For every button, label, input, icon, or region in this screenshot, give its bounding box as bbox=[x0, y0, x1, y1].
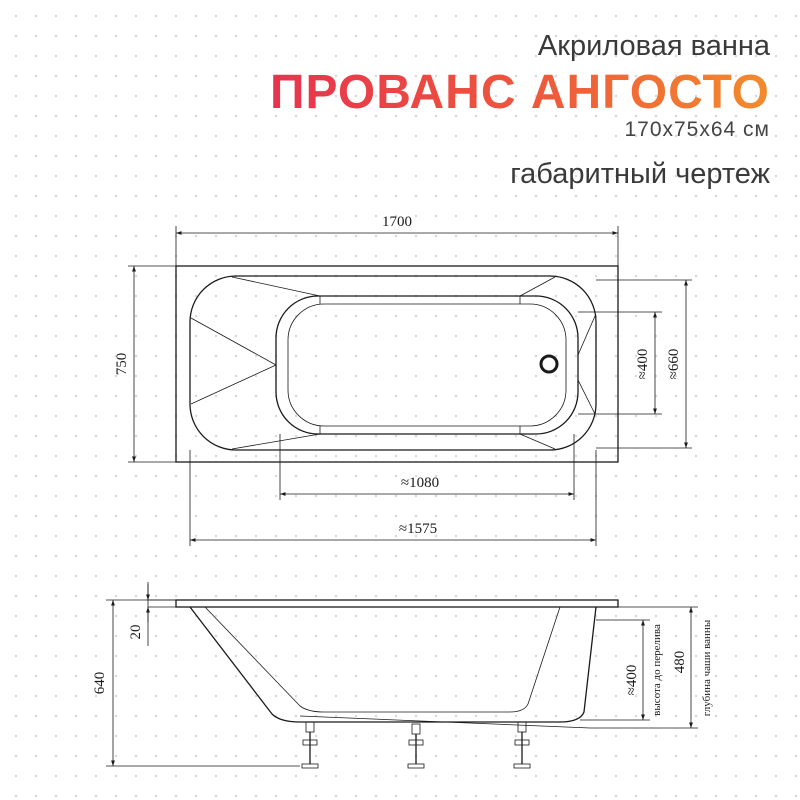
bowl-bottom-inner bbox=[287, 303, 567, 427]
product-dimensions: 170х75х64 см bbox=[624, 118, 770, 141]
model-title: ПРОВАНС АНГОСТО bbox=[270, 66, 770, 119]
drain-icon bbox=[539, 354, 559, 374]
overflow-height-label: высота до перелива bbox=[651, 624, 663, 716]
bottom-length-dimension: ≈1080 bbox=[401, 475, 439, 491]
width-dimension: 750 bbox=[114, 353, 130, 376]
side-view: 640 20 ≈400 высота до перелива 480 глуби… bbox=[92, 582, 713, 769]
rim-dimension: 20 bbox=[128, 625, 144, 640]
bottom-width-dimension: ≈400 bbox=[635, 349, 651, 380]
leg-middle bbox=[407, 723, 425, 769]
height-dimension: 640 bbox=[92, 672, 108, 695]
depth-label: глубина чаши ванны bbox=[701, 619, 713, 716]
overflow-height-dimension: ≈400 bbox=[624, 665, 640, 696]
bath-body-side bbox=[189, 606, 597, 723]
inner-length-dimension: ≈1575 bbox=[399, 521, 437, 537]
inner-width-dimension: ≈660 bbox=[666, 349, 682, 380]
top-view: 1700 750 ≈1080 ≈1575 ≈400 bbox=[114, 214, 692, 546]
leg-right bbox=[513, 721, 531, 769]
rim-outline bbox=[175, 599, 619, 608]
bowl-outline bbox=[189, 275, 597, 451]
length-dimension: 1700 bbox=[382, 214, 412, 230]
bowl-bottom-outline bbox=[275, 295, 579, 435]
leg-left bbox=[301, 721, 319, 769]
drawing-type: габаритный чертеж bbox=[510, 158, 770, 190]
product-subtitle: Акриловая ванна bbox=[537, 30, 770, 62]
depth-dimension: 480 bbox=[672, 651, 688, 674]
bath-outline-top bbox=[175, 265, 619, 463]
